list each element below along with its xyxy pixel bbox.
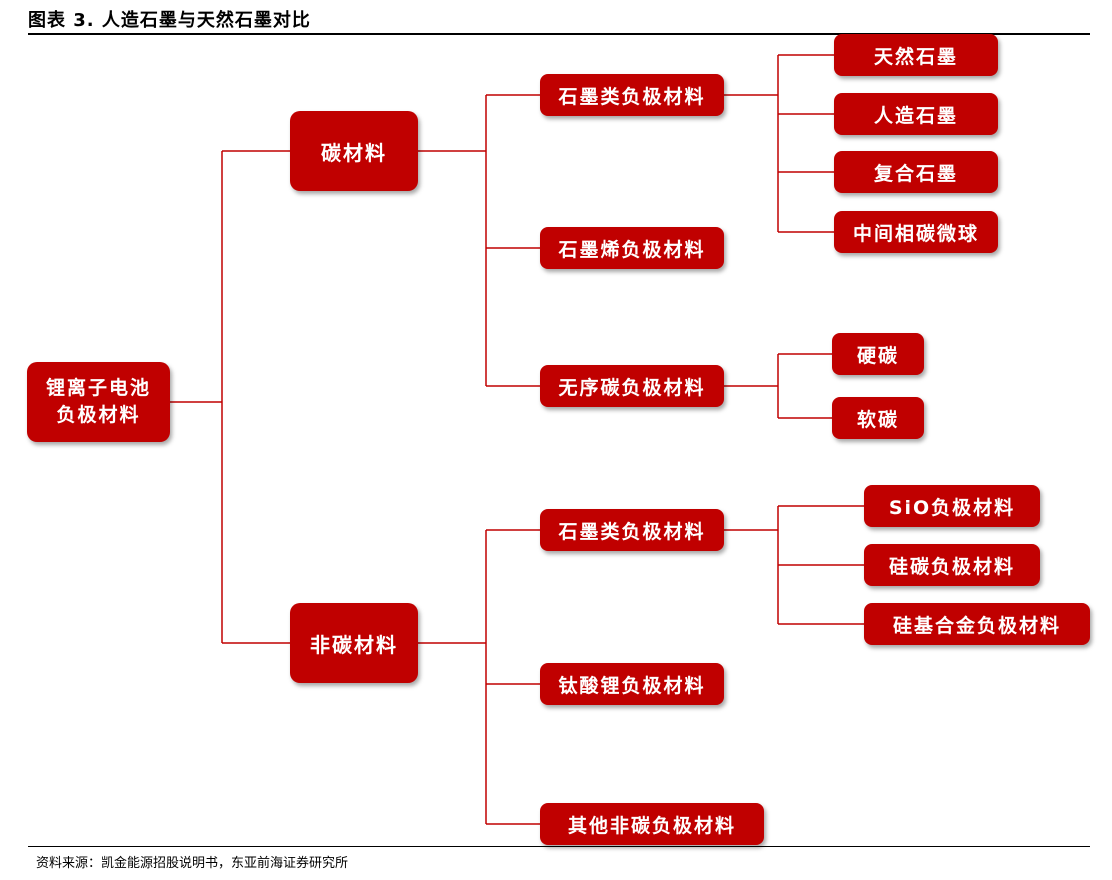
composite-graphite-node: 复合石墨 xyxy=(834,151,998,193)
sio-anode-node: SiO负极材料 xyxy=(864,485,1040,527)
silicon-alloy-anode-node: 硅基合金负极材料 xyxy=(864,603,1090,645)
silicon-carbon-anode-node: 硅碳负极材料 xyxy=(864,544,1040,586)
hard-carbon-node: 硬碳 xyxy=(832,333,924,375)
natural-graphite-node: 天然石墨 xyxy=(834,34,998,76)
non-carbon-materials-node: 非碳材料 xyxy=(290,603,418,683)
nc-graphite-anode-node: 石墨类负极材料 xyxy=(540,509,724,551)
figure-title: 图表 3. 人造石墨与天然石墨对比 xyxy=(28,10,311,31)
bottom-rule xyxy=(28,846,1090,847)
graphite-anode-node: 石墨类负极材料 xyxy=(540,74,724,116)
artificial-graphite-node: 人造石墨 xyxy=(834,93,998,135)
carbon-materials-node: 碳材料 xyxy=(290,111,418,191)
other-non-carbon-anode-node: 其他非碳负极材料 xyxy=(540,803,764,845)
soft-carbon-node: 软碳 xyxy=(832,397,924,439)
mesocarbon-microbeads-node: 中间相碳微球 xyxy=(834,211,998,253)
lithium-titanate-anode-node: 钛酸锂负极材料 xyxy=(540,663,724,705)
root-node: 锂离子电池负极材料 xyxy=(27,362,170,442)
source-note: 资料来源：凯金能源招股说明书，东亚前海证券研究所 xyxy=(36,856,349,871)
top-rule xyxy=(28,33,1090,35)
disordered-carbon-anode-node: 无序碳负极材料 xyxy=(540,365,724,407)
graphene-anode-node: 石墨烯负极材料 xyxy=(540,227,724,269)
